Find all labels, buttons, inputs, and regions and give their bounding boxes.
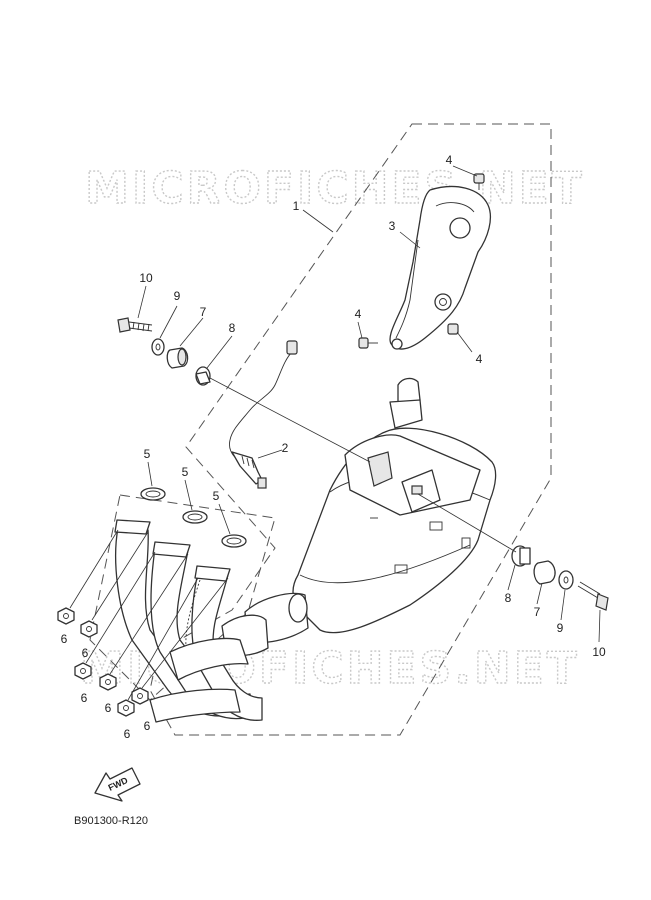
callout-10-right: 10 xyxy=(592,645,606,659)
nut-e[interactable] xyxy=(117,699,135,717)
watermark-top: MICROFICHES.NET xyxy=(85,163,585,214)
collar-right[interactable] xyxy=(511,545,531,567)
callout-9-right: 9 xyxy=(557,621,564,635)
muffler-body[interactable] xyxy=(221,377,497,657)
callout-4-left: 4 xyxy=(355,307,362,321)
callout-6-a: 6 xyxy=(61,632,68,646)
screw-left[interactable] xyxy=(358,337,378,349)
gasket-2[interactable] xyxy=(182,510,208,524)
washer-right[interactable] xyxy=(558,570,574,590)
callout-7-left: 7 xyxy=(200,305,207,319)
nut-a[interactable] xyxy=(57,607,75,625)
callout-2: 2 xyxy=(282,441,289,455)
callout-4-right: 4 xyxy=(476,352,483,366)
exhaust-pipes[interactable] xyxy=(114,519,263,723)
callout-3: 3 xyxy=(389,219,396,233)
callout-6-f: 6 xyxy=(144,719,151,733)
diagram-code: B901300-R120 xyxy=(74,815,148,827)
grommet-left[interactable] xyxy=(166,347,189,369)
nut-f[interactable] xyxy=(131,687,149,705)
bolt-left[interactable] xyxy=(117,317,153,333)
callout-9-left: 9 xyxy=(174,289,181,303)
screw-top[interactable] xyxy=(473,173,485,190)
callout-10-left: 10 xyxy=(139,271,153,285)
callout-6-e: 6 xyxy=(124,727,131,741)
nut-b[interactable] xyxy=(80,620,98,638)
screw-right[interactable] xyxy=(447,323,459,335)
callout-8-right: 8 xyxy=(505,591,512,605)
washer-left[interactable] xyxy=(151,338,165,356)
muffler-assembly-boundary xyxy=(149,123,552,736)
callout-4-top: 4 xyxy=(446,153,453,167)
bolt-right[interactable] xyxy=(577,581,609,611)
grommet-right[interactable] xyxy=(533,560,556,585)
callout-6-b: 6 xyxy=(82,646,89,660)
callout-6-c: 6 xyxy=(81,691,88,705)
callout-5-b: 5 xyxy=(182,465,189,479)
nut-c[interactable] xyxy=(74,662,92,680)
callout-5-a: 5 xyxy=(144,447,151,461)
nut-d[interactable] xyxy=(99,673,117,691)
callout-8-left: 8 xyxy=(229,321,236,335)
callout-1: 1 xyxy=(293,199,300,213)
callout-5-c: 5 xyxy=(213,489,220,503)
gasket-3[interactable] xyxy=(221,534,247,548)
callout-6-d: 6 xyxy=(105,701,112,715)
o2-sensor[interactable] xyxy=(229,340,298,489)
callout-7-right: 7 xyxy=(534,605,541,619)
collar-left[interactable] xyxy=(195,366,211,386)
fwd-direction-arrow: FWD xyxy=(94,767,141,802)
gasket-1[interactable] xyxy=(140,487,166,501)
muffler-protector[interactable] xyxy=(389,185,492,350)
